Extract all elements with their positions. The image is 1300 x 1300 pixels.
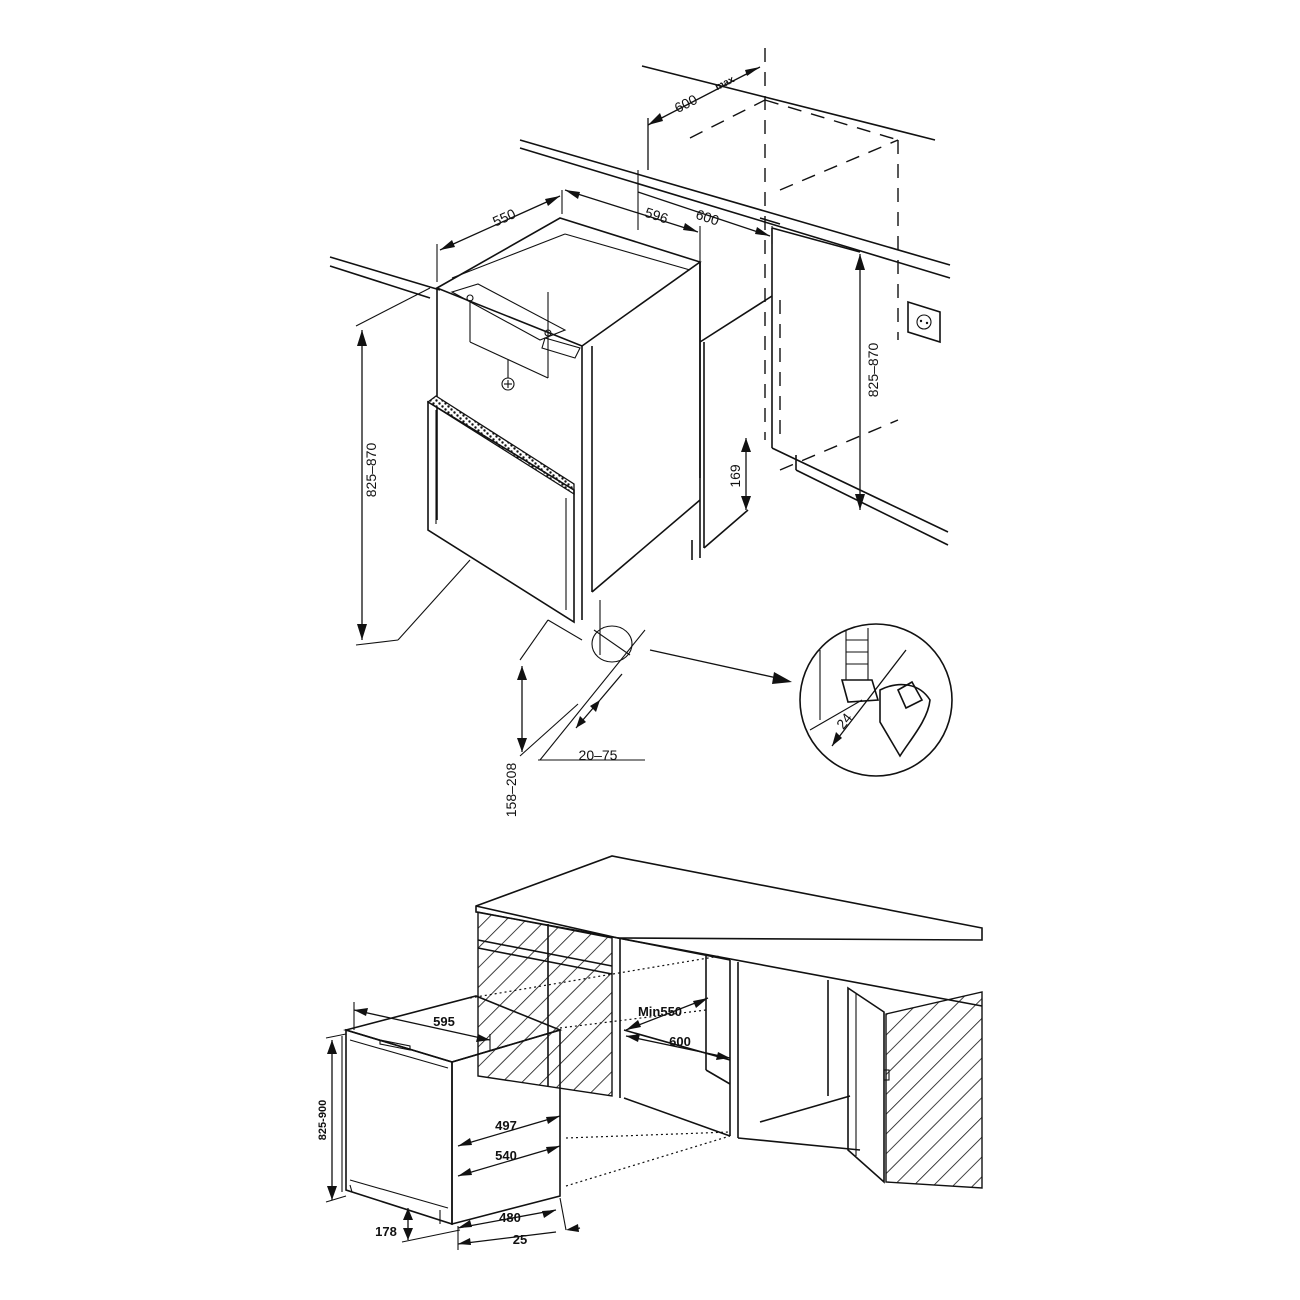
wrench-detail: 24 [799,623,953,777]
middle-niche [617,937,861,1151]
dim-825-870-left: 825–870 [355,287,431,646]
dim-label-540: 540 [495,1148,517,1163]
wall-socket-icon [907,300,941,344]
dim-825-900: 825-900 [317,1033,347,1203]
countertop-lines [329,65,951,299]
dim-label-480: 480 [499,1210,521,1225]
dim-596-600: 596 600 [564,170,773,262]
dim-25: 25 [457,1197,581,1250]
dim-label-max: max [713,74,736,93]
top-installation-diagram: 600 max 550 596 600 [329,48,953,817]
niche-dashed-outline [689,48,899,471]
dim-min550: Min550 [625,997,709,1031]
dim-600: 600 [625,1034,731,1060]
dim-480: 480 [457,1209,557,1229]
dim-label-178: 178 [375,1224,397,1239]
dim-20-75: 20–75 [575,673,623,763]
right-hatched-cabinet [885,991,983,1189]
side-panel [691,262,773,560]
dim-label-20-75: 20–75 [579,747,618,763]
dim-label-595: 595 [433,1014,455,1029]
dim-595: 595 [353,1002,491,1050]
dotted-guides [469,955,731,1187]
bottom-installation-diagram: 595 825-900 497 540 [317,855,983,1250]
dim-label-600: 600 [694,206,721,229]
left-hatched-cabinets [477,911,621,1098]
open-cabinet-door [847,986,890,1184]
dim-label-158-208: 158–208 [503,763,519,818]
door-panel [426,395,575,624]
dim-label-600-max: 600 [672,91,700,116]
dim-label-497: 497 [495,1118,517,1133]
dim-label-825-870-right: 825–870 [865,343,881,398]
dim-label-600-bottom: 600 [669,1034,691,1049]
dim-550: 550 [436,190,563,282]
floor-lines [397,559,646,761]
dim-label-596: 596 [643,204,670,227]
dim-label-550: 550 [490,205,518,229]
dim-497: 497 [457,1115,561,1147]
dim-540: 540 [457,1145,561,1177]
dim-label-min550: Min550 [638,1004,682,1019]
detail-pointer-arrow [649,649,792,684]
foot-detail [519,600,633,663]
dim-label-24: 24 [833,710,855,732]
dim-label-25: 25 [513,1232,527,1247]
dim-169: 169 [727,438,751,510]
dim-178: 178 [375,1208,461,1243]
dim-825-870-right: 825–870 [855,254,881,510]
dim-label-825-900: 825-900 [317,1100,329,1140]
dim-label-169: 169 [727,464,743,488]
built-in-appliance [341,995,563,1226]
dim-158-208: 158–208 [503,666,527,817]
dim-label-825-870-left: 825–870 [363,443,379,498]
